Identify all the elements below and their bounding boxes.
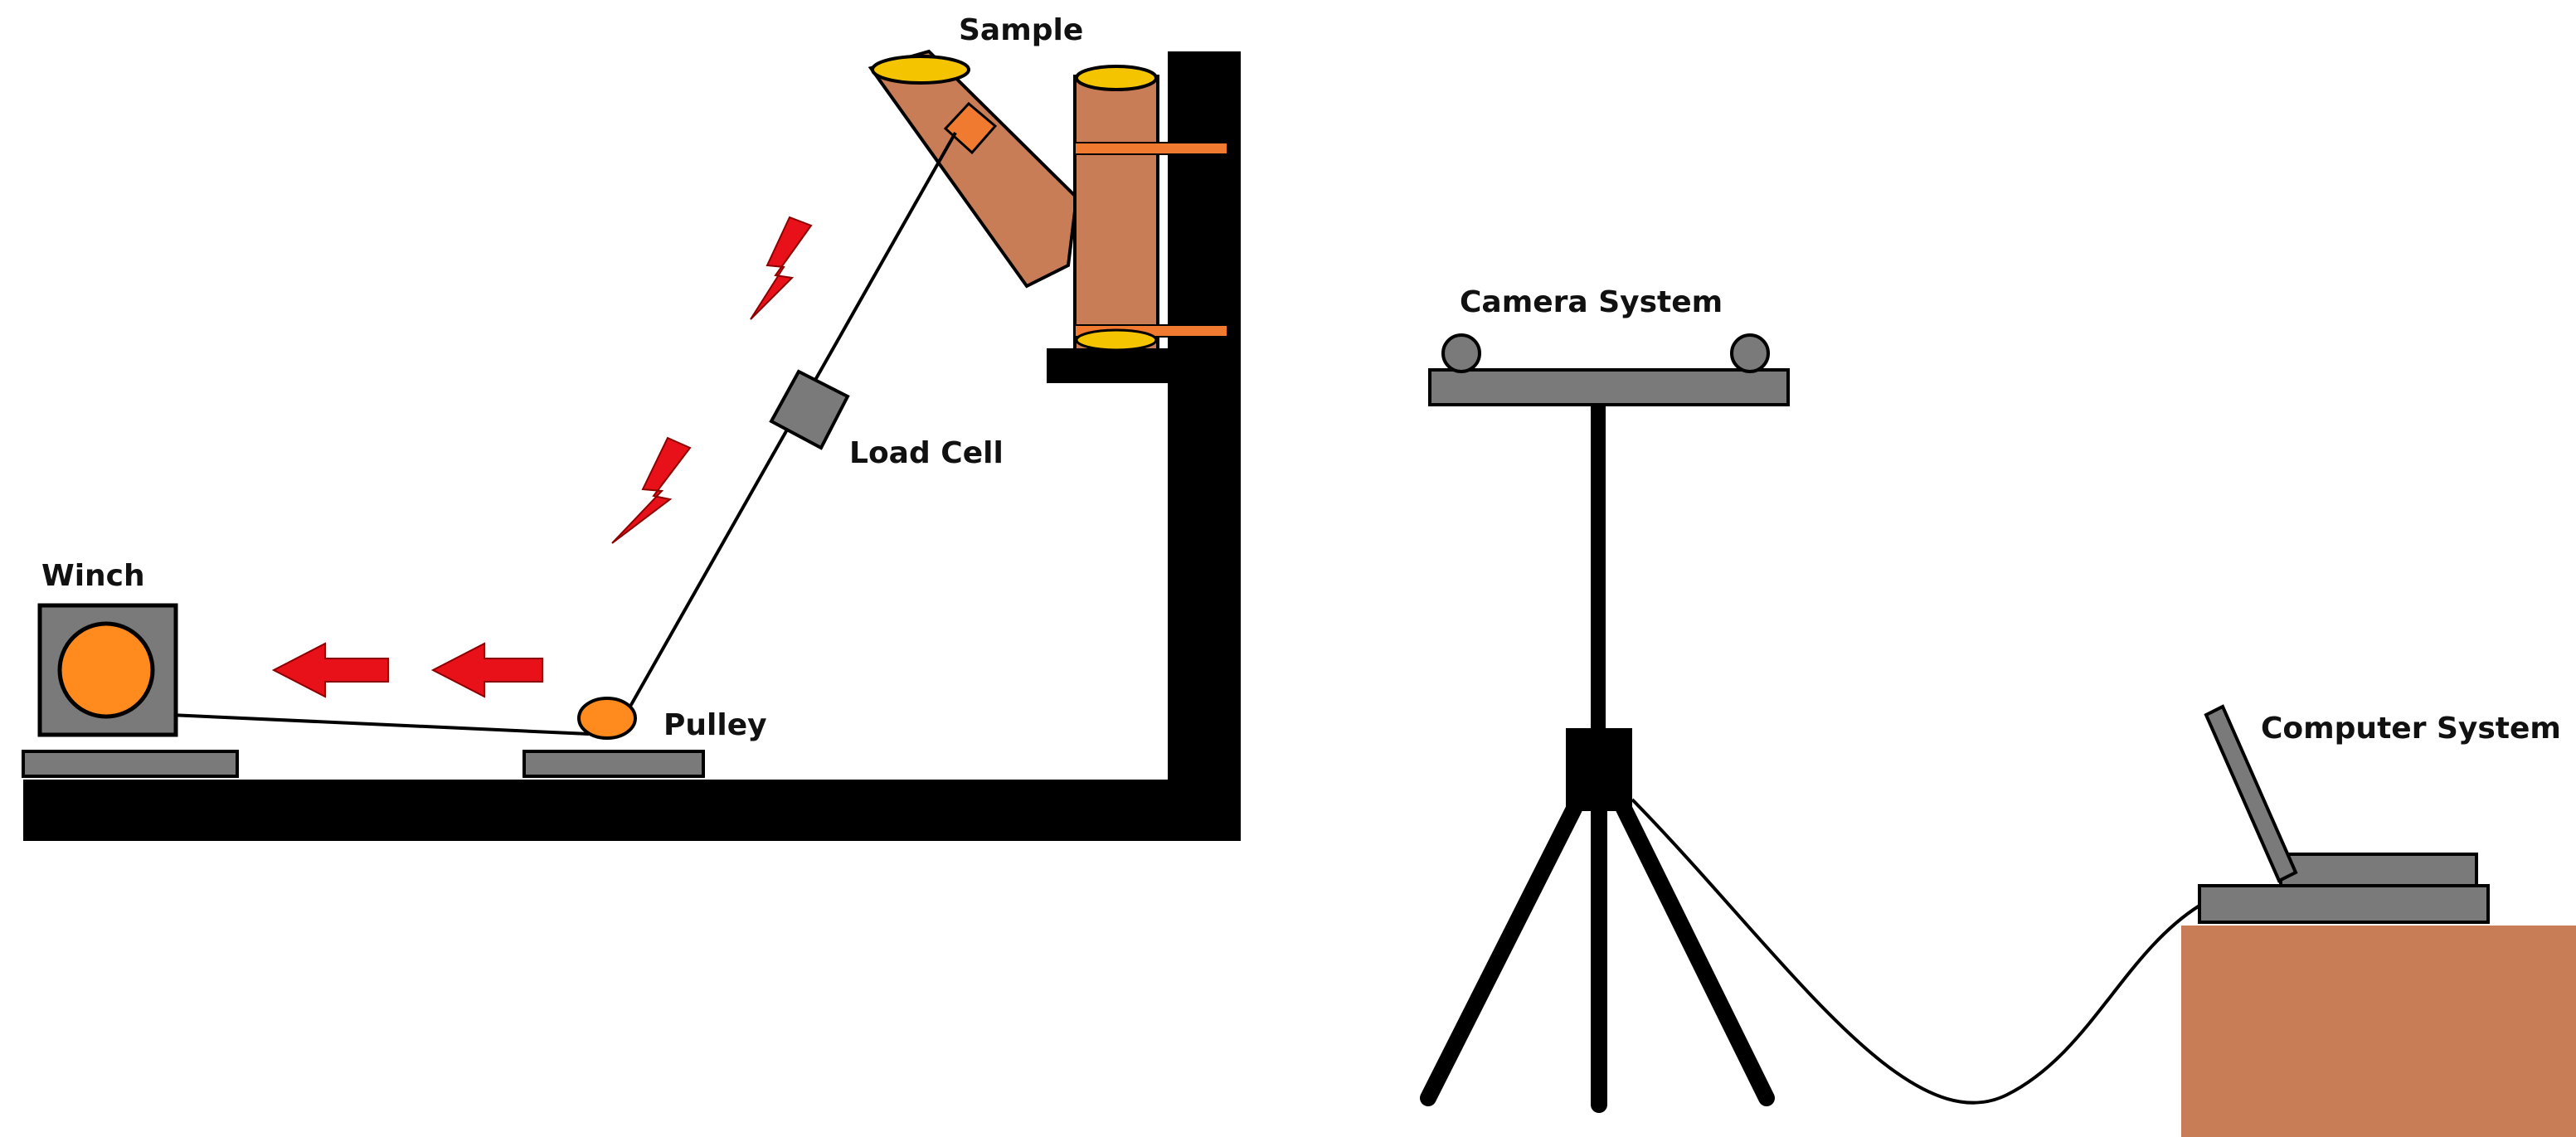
tripod-head	[1566, 728, 1632, 811]
sample-branch	[868, 49, 1079, 289]
camera-bar	[1428, 368, 1790, 406]
sample-trunk-top	[1075, 65, 1158, 91]
load-cell	[769, 369, 850, 450]
load-cell-icon	[769, 369, 850, 450]
sample-branch-top	[871, 55, 970, 85]
pull-direction-arrow	[750, 216, 813, 320]
pulley-base	[522, 750, 705, 778]
sample-trunk	[1073, 75, 1159, 352]
winch-base	[22, 750, 239, 778]
tripod-leg	[1420, 800, 1582, 1106]
sample	[868, 49, 1228, 352]
pull-direction-arrow	[430, 642, 543, 698]
camera-mast	[1591, 405, 1606, 735]
winch-drum	[57, 621, 155, 719]
pull-direction-arrow	[271, 642, 389, 698]
laptop-base	[2198, 884, 2490, 924]
tripod-leg	[1616, 800, 1775, 1106]
computer-system	[2181, 704, 2576, 1137]
label-camera-system: Camera System	[1460, 285, 1723, 319]
rig-frame	[23, 51, 1241, 841]
pulley	[522, 697, 705, 778]
label-sample: Sample	[959, 13, 1083, 47]
mount-shelf	[1047, 348, 1196, 383]
data-cable	[1631, 798, 2201, 1105]
camera-system	[1428, 333, 1790, 811]
cable	[169, 132, 957, 736]
laptop-icon	[2204, 704, 2298, 883]
label-computer-system: Computer System	[2261, 712, 2561, 746]
trunk-clamp-upper	[1074, 142, 1228, 155]
label-pulley: Pulley	[663, 708, 767, 742]
laptop-keyboard-deck	[2279, 853, 2478, 887]
camera-icon	[1730, 333, 1770, 373]
pulley-icon	[577, 697, 637, 740]
floor-beam	[23, 780, 1241, 841]
label-winch: Winch	[41, 559, 145, 593]
tripod-icon	[1420, 800, 1775, 1113]
label-load-cell: Load Cell	[849, 436, 1004, 470]
vertical-post	[1168, 51, 1241, 841]
trunk-base-rim	[1075, 328, 1158, 352]
cable-to-winch	[169, 713, 590, 736]
desk	[2181, 926, 2576, 1137]
camera-icon	[1441, 333, 1481, 373]
pull-direction-arrow	[611, 436, 692, 544]
winch	[22, 603, 239, 778]
sample-branch-clamp	[943, 101, 998, 155]
pull-arrows	[271, 216, 813, 698]
